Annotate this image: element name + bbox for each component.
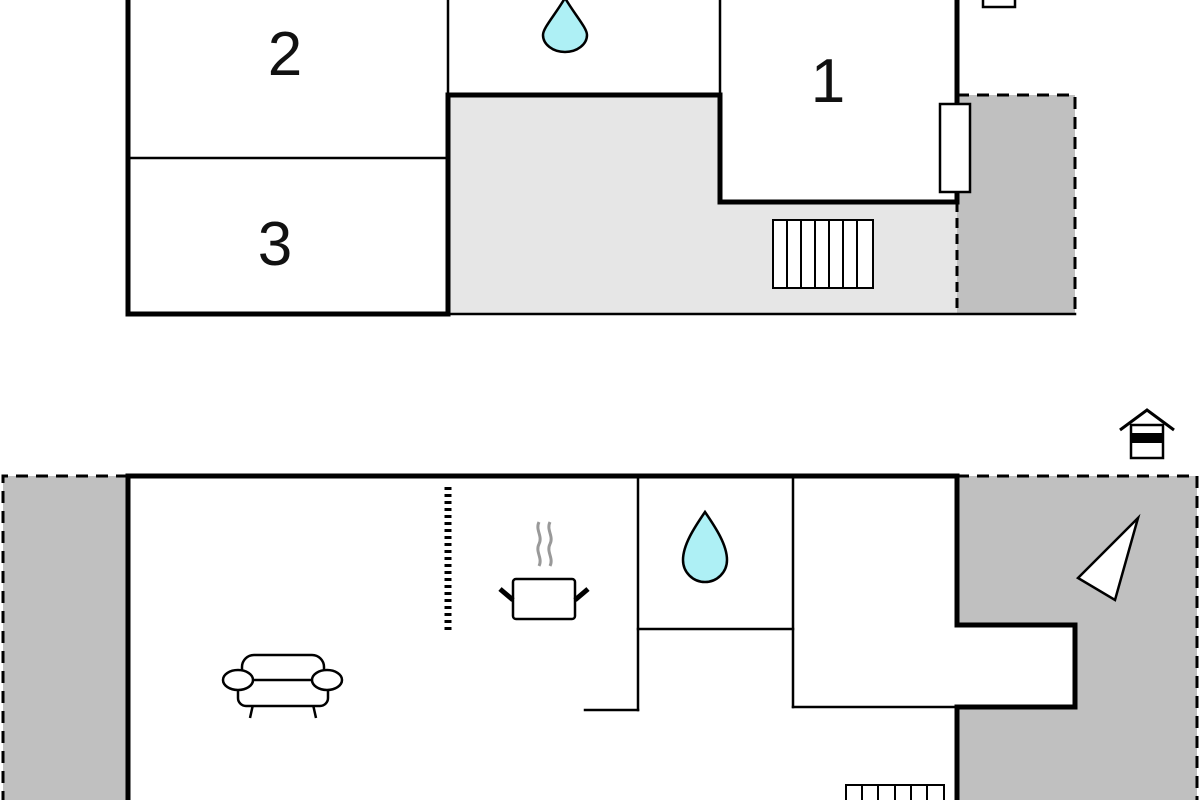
ground-walls [125, 473, 1078, 800]
water-drop-icon [541, 0, 589, 54]
entrance-house-icon [1119, 408, 1175, 460]
upper-walls [125, 0, 1077, 317]
balcony-area [957, 95, 1075, 314]
stairs-icon [845, 784, 945, 800]
room-label-3: 3 [258, 210, 292, 279]
room-label-2: 2 [268, 20, 302, 89]
right-terrace-border [957, 474, 1199, 800]
water-drop-icon [681, 509, 729, 584]
balcony-dashed-border [957, 93, 1077, 314]
terrace-triangle-icon [1075, 513, 1141, 602]
cooking-pot-icon [498, 521, 590, 621]
sofa-icon [221, 653, 344, 719]
stairs-icon [772, 219, 874, 289]
left-terrace-border [1, 474, 128, 800]
chimney-icon [981, 0, 1017, 9]
left-terrace-area [3, 476, 128, 800]
window-icon [938, 102, 972, 194]
room-label-1: 1 [811, 47, 845, 116]
entrance-alcove [957, 625, 1075, 707]
upper-floor: 2 1 3 [125, 0, 1077, 317]
ground-floor [1, 408, 1199, 800]
